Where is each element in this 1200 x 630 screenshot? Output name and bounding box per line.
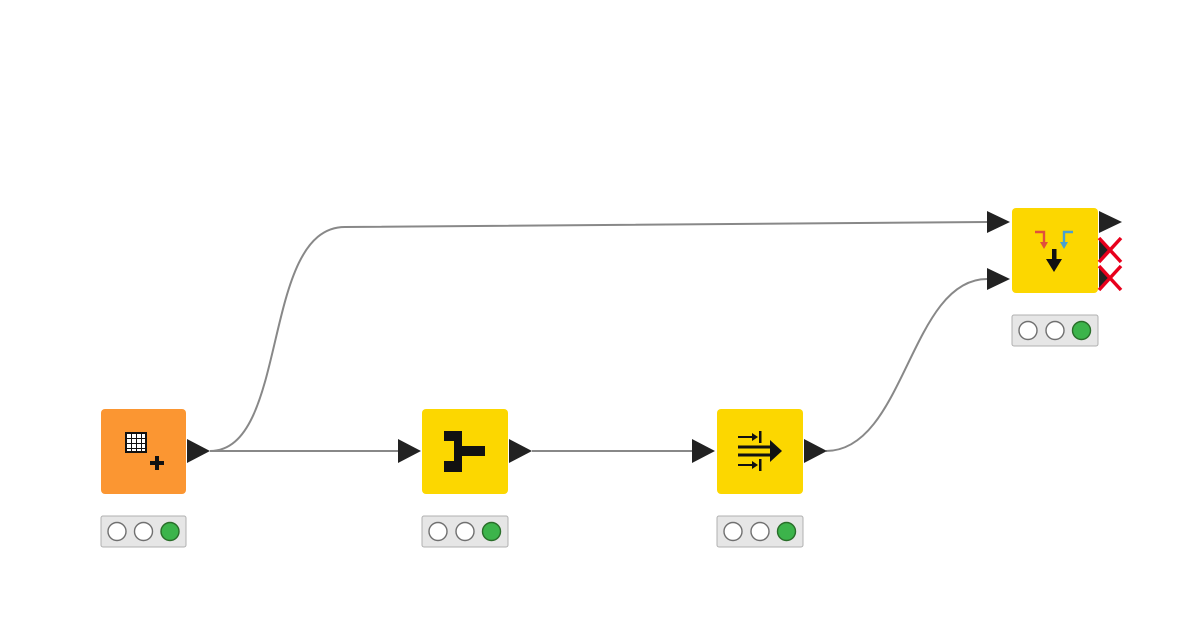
status-light-red (1018, 320, 1038, 341)
table-creator-icon (125, 432, 164, 470)
node-3-status-indicator (716, 515, 804, 548)
status-light-red (428, 521, 448, 542)
node-4-input-port-top[interactable] (987, 211, 1010, 233)
node-4[interactable] (987, 208, 1123, 347)
connection-node-3-to-node-4[interactable] (825, 278, 988, 452)
status-light-yellow (1045, 320, 1065, 341)
inactive-port-icon (1097, 236, 1123, 264)
node-1-output-port[interactable] (187, 439, 210, 463)
node-2-input-port[interactable] (398, 439, 421, 463)
status-light-yellow (750, 521, 770, 542)
status-light-yellow (133, 521, 154, 542)
node-2[interactable] (398, 409, 532, 548)
node-4-output-port-top[interactable] (1099, 211, 1122, 233)
node-1[interactable] (100, 409, 210, 548)
status-light-red (723, 521, 743, 542)
status-light-green (776, 521, 797, 542)
status-light-red (107, 521, 127, 542)
node-2-status-indicator (421, 515, 509, 548)
status-light-green (160, 521, 180, 542)
column-splitter-icon (444, 431, 485, 472)
node-3-output-port[interactable] (804, 439, 827, 463)
node-3-input-port[interactable] (692, 439, 715, 463)
node-3-body[interactable] (717, 409, 803, 494)
connection-node-1-to-node-4[interactable] (209, 221, 988, 452)
column-resorter-icon (738, 431, 782, 471)
node-4-output-port-middle[interactable] (1097, 236, 1123, 264)
status-light-green (481, 521, 502, 542)
status-light-green (1071, 320, 1092, 341)
inactive-port-icon (1097, 264, 1123, 292)
connections (209, 221, 988, 452)
node-4-status-indicator (1011, 314, 1099, 347)
node-1-status-indicator (100, 515, 187, 548)
node-4-input-port-bottom[interactable] (987, 268, 1010, 290)
node-4-output-port-bottom[interactable] (1097, 264, 1123, 292)
node-3[interactable] (692, 409, 827, 548)
node-2-output-port[interactable] (509, 439, 532, 463)
status-light-yellow (455, 521, 475, 542)
joiner-icon (1035, 230, 1073, 272)
